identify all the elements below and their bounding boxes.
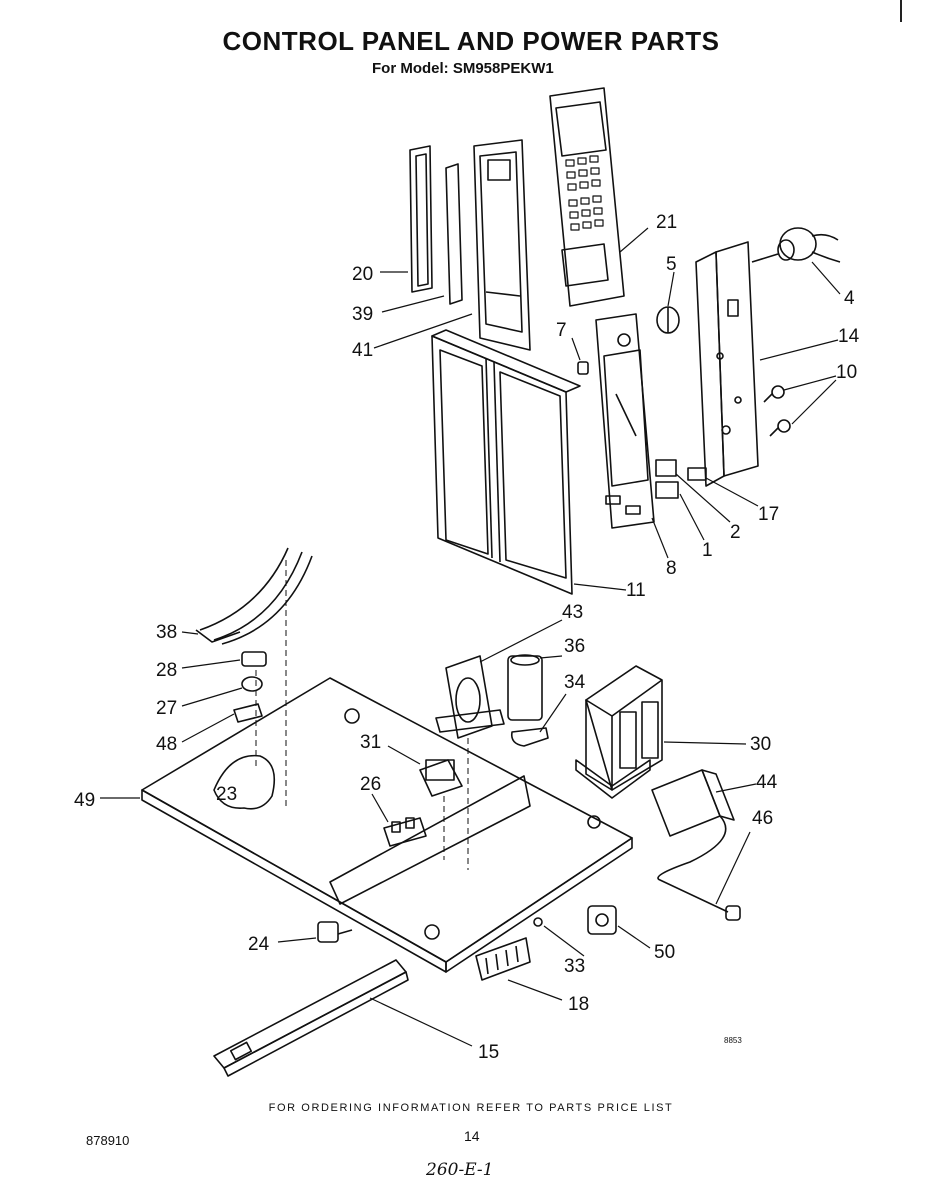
part-4-motor [751,227,841,263]
part-30-hv-transformer [575,665,663,799]
callout-44: 44 [756,772,778,793]
part-2-switch [655,459,677,477]
callout-48: 48 [156,734,177,755]
part-18-terminal-strip [475,937,531,981]
part-38-harness [195,547,313,810]
part-15-rail [213,959,409,1077]
document-number: 878910 [86,1133,130,1148]
part-23-motor-plate [213,754,276,810]
callout-33: 33 [564,956,585,977]
part-17-switch [687,467,707,481]
callout-34: 34 [564,672,586,693]
callout-30: 30 [750,734,771,755]
part-44-bracket-plate [651,769,735,837]
handwritten-note: 260-E-1 [426,1160,494,1180]
part-46-power-cord [657,815,741,921]
callout-4: 4 [844,288,855,309]
part-20-trim-strip [409,145,433,293]
callout-2: 2 [730,522,741,543]
part-31-relay [419,759,463,860]
part-50-outlet [587,905,617,935]
part-8-control-frame [595,313,655,529]
part-28-thermostat [241,651,267,667]
callout-5: 5 [666,254,677,275]
part-34-clamp [510,727,549,747]
callout-10: 10 [836,362,857,383]
part-27-fuse [241,676,263,692]
callout-23: 23 [216,784,237,805]
callout-50: 50 [654,942,675,963]
callout-26: 26 [360,774,381,795]
callout-24: 24 [248,934,270,955]
callout-31: 31 [360,732,381,753]
callout-21: 21 [656,212,677,233]
callout-41: 41 [352,340,373,361]
ordering-note: FOR ORDERING INFORMATION REFER TO PARTS … [268,1102,674,1114]
callout-39: 39 [352,304,373,325]
part-14-bracket [695,241,759,487]
part-7-button [577,361,589,375]
part-10-screws [763,385,791,437]
callout-1: 1 [702,540,713,561]
part-48-plate [233,703,263,723]
callout-43: 43 [562,602,583,623]
callout-49: 49 [74,790,95,811]
page-title: CONTROL PANEL AND POWER PARTS [222,26,720,56]
part-26-terminal [383,817,427,847]
part-21-keypad-panel [549,87,625,307]
model-subtitle: For Model: SM958PEKW1 [372,60,554,77]
callout-15: 15 [478,1042,499,1063]
callout-20: 20 [352,264,373,285]
callout-38: 38 [156,622,177,643]
page-number: 14 [464,1128,480,1144]
callout-27: 27 [156,698,177,719]
part-1-switch [655,481,679,499]
small-code: 8853 [724,1036,742,1045]
part-39-strip [445,163,463,305]
callout-36: 36 [564,636,585,657]
scan-edge-mark [900,0,902,22]
part-5-knob [656,306,680,334]
callout-18: 18 [568,994,589,1015]
callout-7: 7 [556,320,567,341]
callout-17: 17 [758,504,779,525]
part-49-base-plate [141,677,633,973]
callout-11: 11 [626,580,646,601]
part-36-capacitor [507,654,543,721]
part-24-sensor [317,921,353,943]
callout-14: 14 [838,326,860,347]
part-41-window-frame [473,139,531,351]
part-11-front-panel [431,329,581,595]
callout-28: 28 [156,660,177,681]
part-33-screw [533,917,543,927]
callout-46: 46 [752,808,773,829]
callout-8: 8 [666,558,677,579]
part-43-transformer [435,655,505,870]
